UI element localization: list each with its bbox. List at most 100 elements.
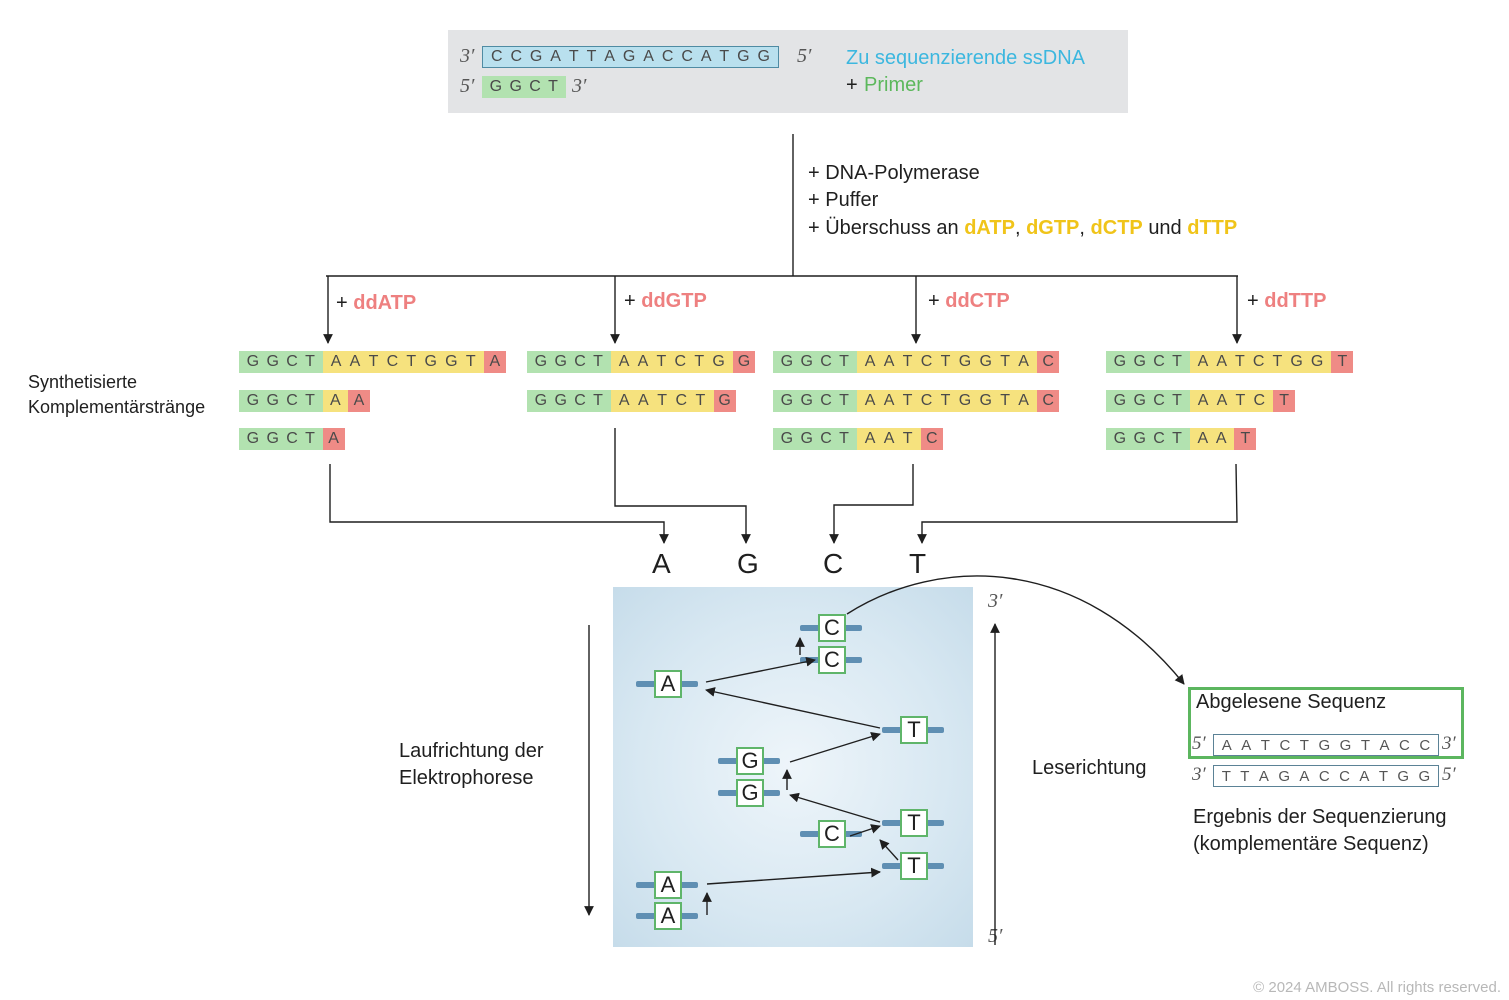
- result-seq2-prime-right: 5′: [1442, 764, 1456, 785]
- nucleotide: G: [534, 353, 548, 370]
- nucleotide: G: [1278, 767, 1290, 785]
- nucleotide: T: [1235, 392, 1246, 409]
- nucleotide: A: [638, 392, 649, 409]
- nucleotide: C: [1153, 353, 1165, 370]
- ddatp-label: ddATP: [353, 292, 417, 314]
- nucleotide: T: [1299, 736, 1309, 754]
- nucleotide: G: [266, 430, 279, 447]
- nucleotide: G: [1397, 767, 1410, 785]
- gel-band-label: A: [654, 902, 682, 930]
- nucleotide: C: [490, 48, 503, 65]
- gel-band-label: C: [818, 646, 846, 674]
- nucleotide: G: [979, 392, 992, 409]
- nucleotide: T: [406, 353, 417, 370]
- nucleotide: T: [548, 78, 558, 95]
- nucleotide: A: [1299, 767, 1310, 785]
- nucleotide: C: [1153, 392, 1165, 409]
- gel-path-arrow: [849, 824, 881, 837]
- gel-band-label: C: [818, 820, 846, 848]
- lane-t-label: T: [909, 548, 927, 579]
- nucleotide: C: [820, 430, 832, 447]
- electrophoresis-label-line1: Laufrichtung der: [399, 740, 544, 762]
- nucleotide: T: [1221, 767, 1231, 785]
- plus: +: [336, 292, 348, 314]
- nucleotide: A: [864, 430, 876, 447]
- nucleotide: T: [368, 353, 379, 370]
- gel-prime-top: 3′: [988, 590, 1003, 612]
- nucleotide: A: [1241, 736, 1252, 754]
- gel-path-arrow: [879, 839, 899, 861]
- nucleotide: T: [902, 353, 913, 370]
- lane-arrow-a: [329, 464, 669, 544]
- nucleotide: G: [979, 353, 992, 370]
- nucleotide: A: [1216, 353, 1227, 370]
- nucleotide: G: [718, 392, 731, 409]
- fragment-terminator: C: [1037, 390, 1060, 412]
- nucleotide: G: [509, 78, 522, 95]
- primer-prime-right: 3′: [572, 75, 587, 97]
- nucleotide: C: [286, 430, 298, 447]
- gel-band-label: G: [736, 747, 764, 775]
- nucleotide: A: [328, 430, 339, 447]
- nucleotide: G: [800, 353, 813, 370]
- nucleotide: C: [1399, 736, 1410, 754]
- nucleotide: A: [1216, 392, 1228, 409]
- nucleotide: T: [839, 430, 849, 447]
- nucleotide: G: [445, 353, 458, 370]
- reaction-t-label: + ddTTP: [1247, 290, 1326, 313]
- nucleotide: T: [1000, 392, 1010, 409]
- nucleotide: G: [757, 48, 770, 65]
- nucleotide: A: [883, 430, 895, 447]
- nucleotide: T: [694, 353, 705, 370]
- gel-band-label: A: [654, 670, 682, 698]
- primer-plus: +: [846, 74, 858, 96]
- fragment-terminator: A: [347, 390, 370, 412]
- gel-band-label: T: [900, 809, 928, 837]
- nucleotide: G: [1133, 353, 1146, 370]
- nucleotide: G: [1113, 353, 1127, 370]
- plus: +: [1247, 290, 1259, 312]
- reaction-c-label: + ddCTP: [928, 290, 1010, 313]
- nucleotide: A: [1258, 767, 1269, 785]
- result-seq1-prime-right: 3′: [1442, 733, 1456, 754]
- synth-label-line1: Synthetisierte: [28, 372, 138, 392]
- nucleotide: T: [902, 430, 913, 447]
- nucleotide: T: [695, 392, 706, 409]
- result-seq2-prime-left: 3′: [1192, 764, 1206, 785]
- comma: ,: [1014, 217, 1021, 239]
- fragment-terminator: A: [322, 428, 345, 450]
- dttp-label: dTTP: [1187, 217, 1238, 239]
- nucleotide: G: [424, 353, 437, 370]
- datp-label: dATP: [964, 217, 1015, 239]
- nucleotide: G: [1133, 430, 1146, 447]
- gel-band-label: T: [900, 852, 928, 880]
- template-prime-left: 3′: [460, 45, 475, 67]
- nucleotide: A: [1197, 353, 1209, 370]
- nucleotide: A: [550, 48, 561, 65]
- input-panel: [448, 30, 1128, 113]
- plus: +: [624, 290, 636, 312]
- nucleotide: G: [1339, 736, 1352, 754]
- gel-path-arrow: [706, 867, 881, 885]
- reagent-buffer: + Puffer: [808, 189, 879, 211]
- gel-band-label: C: [818, 614, 846, 642]
- nucleotide: G: [800, 430, 813, 447]
- nucleotide: T: [719, 48, 730, 65]
- nucleotide: C: [1253, 392, 1266, 409]
- lane-arrow-c: [829, 464, 914, 544]
